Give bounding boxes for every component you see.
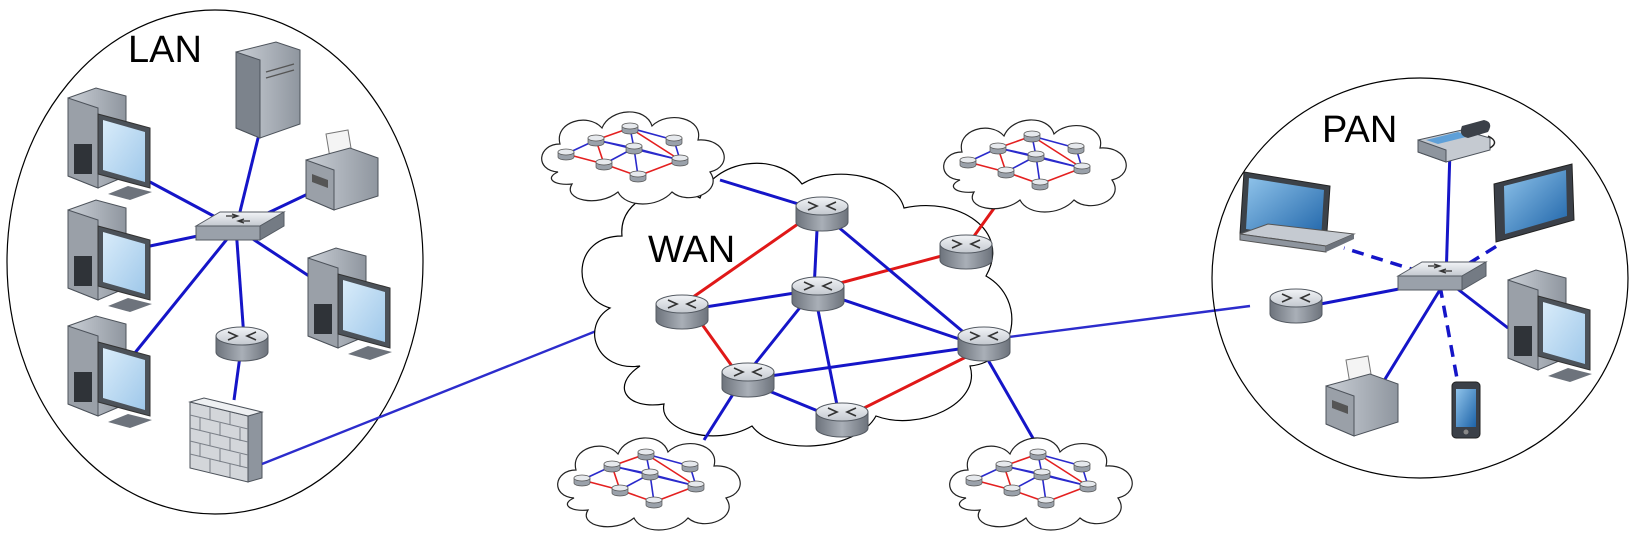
cloud-icon	[558, 438, 741, 530]
lan-group: LAN	[6, 9, 424, 515]
workstation-icon	[307, 247, 393, 361]
cloud-icon	[944, 120, 1127, 212]
router-icon	[815, 402, 869, 438]
router-icon	[795, 196, 849, 232]
router-icon	[791, 276, 845, 312]
workstation-icon	[1507, 269, 1593, 383]
lan-boundary	[6, 9, 424, 515]
wan-pan-link	[969, 304, 1251, 344]
lan-wan-link	[261, 310, 645, 466]
laptop-icon	[1239, 171, 1355, 253]
server-icon	[235, 41, 301, 139]
tablet-icon	[1493, 163, 1575, 243]
pan-label: PAN	[1322, 109, 1397, 151]
router-icon	[957, 326, 1011, 362]
printer-icon	[1325, 355, 1399, 437]
printer-icon	[305, 129, 379, 211]
workstation-icon	[67, 87, 153, 201]
wan-group: WAN	[542, 112, 1133, 530]
router-icon	[215, 326, 269, 362]
wan-label: WAN	[648, 229, 735, 271]
switch-icon	[195, 211, 285, 241]
workstation-icon	[67, 315, 153, 429]
router-icon	[939, 234, 993, 270]
workstation-icon	[67, 199, 153, 313]
router-icon	[1269, 288, 1323, 324]
lan-label: LAN	[128, 29, 202, 71]
cloud-icon	[950, 438, 1133, 530]
pan-boundary	[1211, 77, 1629, 479]
router-icon	[655, 294, 709, 330]
smartphone-icon	[1451, 381, 1481, 439]
phone-icon	[1417, 119, 1496, 163]
router-icon	[721, 362, 775, 398]
pan-group: PAN	[1211, 77, 1629, 479]
cloud-icon	[542, 112, 725, 204]
switch-icon	[1397, 261, 1487, 291]
firewall-icon	[189, 397, 263, 483]
